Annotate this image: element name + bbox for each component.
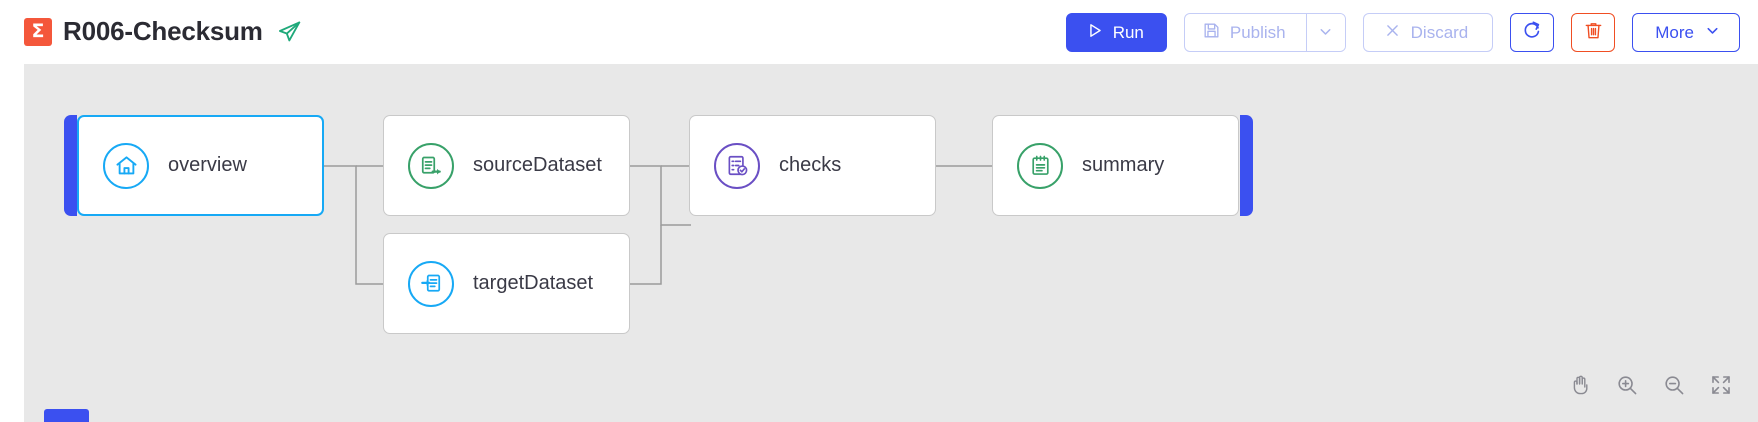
publish-label: Publish	[1229, 22, 1286, 42]
node-label: summary	[1082, 154, 1165, 176]
workflow-node-checks[interactable]: checks	[689, 115, 936, 216]
sigma-icon: Σ	[24, 17, 52, 46]
dataset-import-icon	[408, 260, 454, 307]
node-label: overview	[168, 154, 247, 176]
publish-button[interactable]: Publish	[1184, 14, 1306, 51]
run-button[interactable]: Run	[1065, 13, 1167, 52]
header-title-group: Σ R006-Checksum	[24, 16, 302, 47]
chevron-down-icon	[1704, 22, 1721, 44]
dataset-export-icon	[408, 142, 454, 189]
node-accent-bar	[64, 115, 77, 216]
node-label: targetDataset	[473, 272, 594, 294]
publish-split-button: Publish	[1183, 13, 1346, 52]
bottom-panel-tab[interactable]	[44, 409, 89, 422]
split-divider	[1305, 14, 1307, 51]
home-icon	[103, 142, 149, 189]
canvas-zoom-controls	[1567, 372, 1734, 398]
workflow-node-sourcedataset[interactable]: sourceDataset	[383, 115, 630, 216]
delete-button[interactable]	[1571, 13, 1616, 52]
checklist-verified-icon	[714, 142, 760, 189]
fit-screen-icon[interactable]	[1708, 372, 1734, 398]
more-label: More	[1655, 22, 1694, 42]
hand-pan-icon[interactable]	[1567, 372, 1593, 398]
node-label: sourceDataset	[473, 154, 602, 176]
node-accent-bar	[1240, 115, 1253, 216]
zoom-in-icon[interactable]	[1614, 372, 1640, 398]
discard-button[interactable]: Discard	[1362, 13, 1494, 52]
header-actions: Run Publish	[1065, 13, 1740, 52]
trash-icon	[1583, 20, 1604, 46]
workflow-canvas[interactable]: overview sourceDataset	[24, 64, 1758, 422]
chevron-down-icon	[1317, 23, 1334, 43]
workflow-node-overview[interactable]: overview	[64, 115, 324, 216]
play-icon	[1085, 21, 1104, 45]
workflow-node-summary[interactable]: summary	[992, 115, 1253, 216]
zoom-out-icon[interactable]	[1661, 372, 1687, 398]
node-label: checks	[779, 154, 842, 176]
refresh-button[interactable]	[1510, 13, 1555, 52]
workflow-node-targetdataset[interactable]: targetDataset	[383, 233, 630, 334]
paper-plane-icon	[276, 19, 302, 45]
run-label: Run	[1112, 22, 1144, 42]
save-icon	[1202, 21, 1221, 45]
page-title: R006-Checksum	[63, 16, 263, 46]
close-x-icon	[1384, 22, 1401, 44]
publish-dropdown-button[interactable]	[1306, 14, 1345, 51]
refresh-icon	[1521, 19, 1543, 46]
notepad-icon	[1017, 142, 1063, 189]
discard-label: Discard	[1410, 22, 1469, 42]
app-header: Σ R006-Checksum Run	[0, 0, 1758, 64]
more-button[interactable]: More	[1632, 13, 1740, 52]
